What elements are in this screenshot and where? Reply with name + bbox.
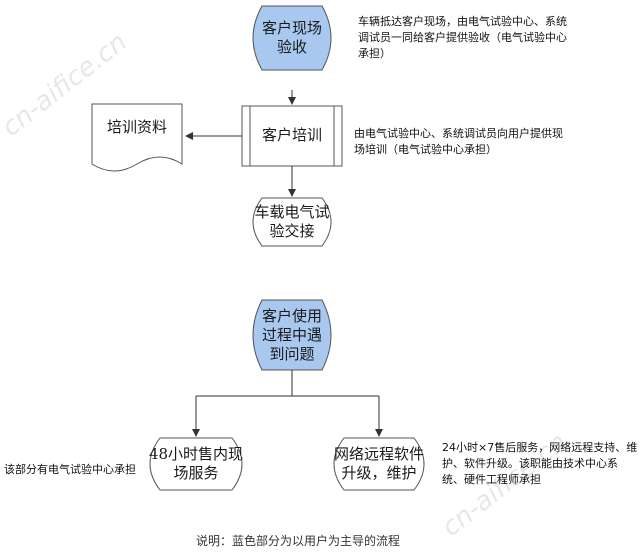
- acceptance-label: 客户现场验收: [262, 19, 323, 56]
- handover-label: 车载电气试验交接: [254, 203, 330, 240]
- onsite-service-label: 48小时售内现场服务: [148, 445, 244, 482]
- training-note: 由电气试验中心、系统调试员向用户提供现场培训（电气试验中心承担）: [354, 127, 563, 156]
- problems-label: 客户使用过程中遇到问题: [262, 307, 323, 363]
- onsite-note: 该部分有电气试验中心承担: [4, 463, 136, 476]
- training-label: 客户培训: [261, 126, 322, 144]
- remote-note: 24小时×7售后服务，网络远程支持、维护、软件升级。该职能由技术中心系统、硬件工…: [442, 441, 638, 486]
- materials-label: 培训资料: [106, 118, 167, 136]
- remote-service-label: 网络远程软件升级，维护: [333, 445, 424, 482]
- training-node: [241, 105, 343, 167]
- handover-node: [252, 197, 332, 247]
- footer-caption: 说明：蓝色部分为以用户为主导的流程: [196, 534, 401, 548]
- problems-node: [252, 299, 332, 371]
- acceptance-node: [252, 5, 332, 71]
- acceptance-note: 车辆抵达客户现场，由电气试验中心、系统调试员一同给客户提供验收（电气试验中心承担…: [358, 15, 567, 60]
- remote-service-node: [333, 437, 425, 491]
- materials-node: [91, 103, 183, 172]
- onsite-service-node: [149, 437, 243, 491]
